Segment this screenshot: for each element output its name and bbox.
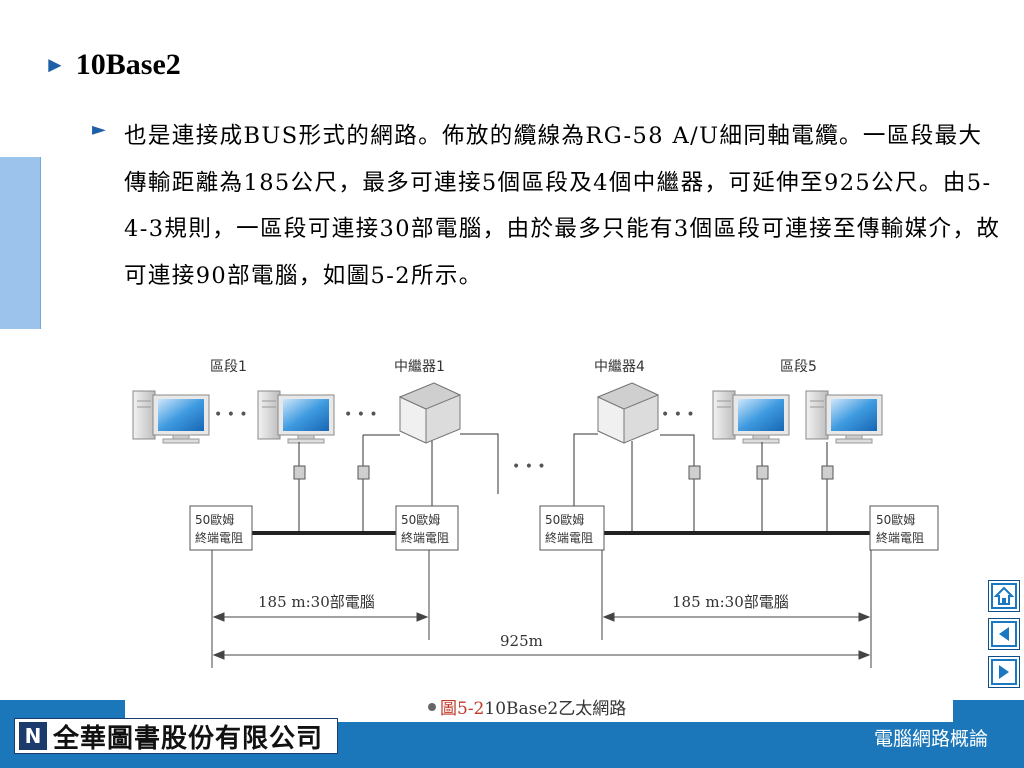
paragraph-bullet-icon: ► xyxy=(92,119,106,140)
caption-text: 10Base2乙太網路 xyxy=(484,699,627,719)
terminator-label: 終端電阻 xyxy=(545,530,593,545)
label-segment5: 區段5 xyxy=(780,359,817,375)
repeater-icon xyxy=(597,382,659,444)
measure-right-label: 185 m:30部電腦 xyxy=(672,593,789,611)
terminator-label: 50歐姆 xyxy=(195,512,234,527)
triangle-left-icon xyxy=(993,623,1015,645)
figure-caption: 圖5-2 10Base2乙太網路 xyxy=(428,694,626,719)
publisher-logo-mark: N xyxy=(19,722,47,750)
triangle-right-icon xyxy=(993,661,1015,683)
home-button[interactable] xyxy=(988,580,1020,612)
caption-prefix: 圖5-2 xyxy=(440,699,485,719)
side-accent-bar xyxy=(0,157,41,329)
terminator-label: 50歐姆 xyxy=(545,512,584,527)
next-slide-button[interactable] xyxy=(988,656,1020,688)
heading-text: 10Base2 xyxy=(75,48,181,81)
previous-slide-button[interactable] xyxy=(988,618,1020,650)
computer-icon xyxy=(805,390,883,444)
label-segment1: 區段1 xyxy=(210,359,247,375)
course-title: 電腦網路概論 xyxy=(873,728,988,750)
caption-dot-icon xyxy=(428,702,436,711)
terminator-label: 終端電阻 xyxy=(195,530,243,545)
label-repeater1: 中繼器1 xyxy=(394,359,445,375)
ellipsis-dots: • • • xyxy=(344,407,378,423)
slide-heading: ► 10Base2 xyxy=(44,48,181,82)
bullet-paragraph: ► 也是連接成BUS形式的網路。佈放的纜線為RG-58 A/U細同軸電纜。一區段… xyxy=(92,113,1002,299)
terminator-label: 50歐姆 xyxy=(876,512,915,527)
home-icon xyxy=(993,585,1015,607)
footer-strip-left xyxy=(0,700,125,722)
computer-icon xyxy=(257,390,335,444)
measure-total-label: 925m xyxy=(500,632,543,650)
ellipsis-dots: • • • xyxy=(661,407,695,423)
terminator-label: 50歐姆 xyxy=(401,512,440,527)
heading-bullet-icon: ► xyxy=(44,52,66,77)
ellipsis-dots: • • • xyxy=(512,459,546,475)
ellipsis-dots: • • • xyxy=(214,407,248,423)
measure-left-label: 185 m:30部電腦 xyxy=(258,593,375,611)
computer-icon xyxy=(712,390,790,444)
computer-icon xyxy=(132,390,210,444)
terminator-label: 終端電阻 xyxy=(876,530,924,545)
paragraph-text: 也是連接成BUS形式的網路。佈放的纜線為RG-58 A/U細同軸電纜。一區段最大… xyxy=(124,123,1001,289)
footer-caption-area xyxy=(125,700,953,722)
terminator-label: 終端電阻 xyxy=(401,530,449,545)
publisher-name: 全華圖書股份有限公司 xyxy=(53,723,324,754)
footer-strip-right xyxy=(953,700,1024,722)
label-repeater4: 中繼器4 xyxy=(594,359,645,375)
publisher-logo: N 全華圖書股份有限公司 xyxy=(14,718,338,754)
repeater-icon xyxy=(399,382,461,444)
